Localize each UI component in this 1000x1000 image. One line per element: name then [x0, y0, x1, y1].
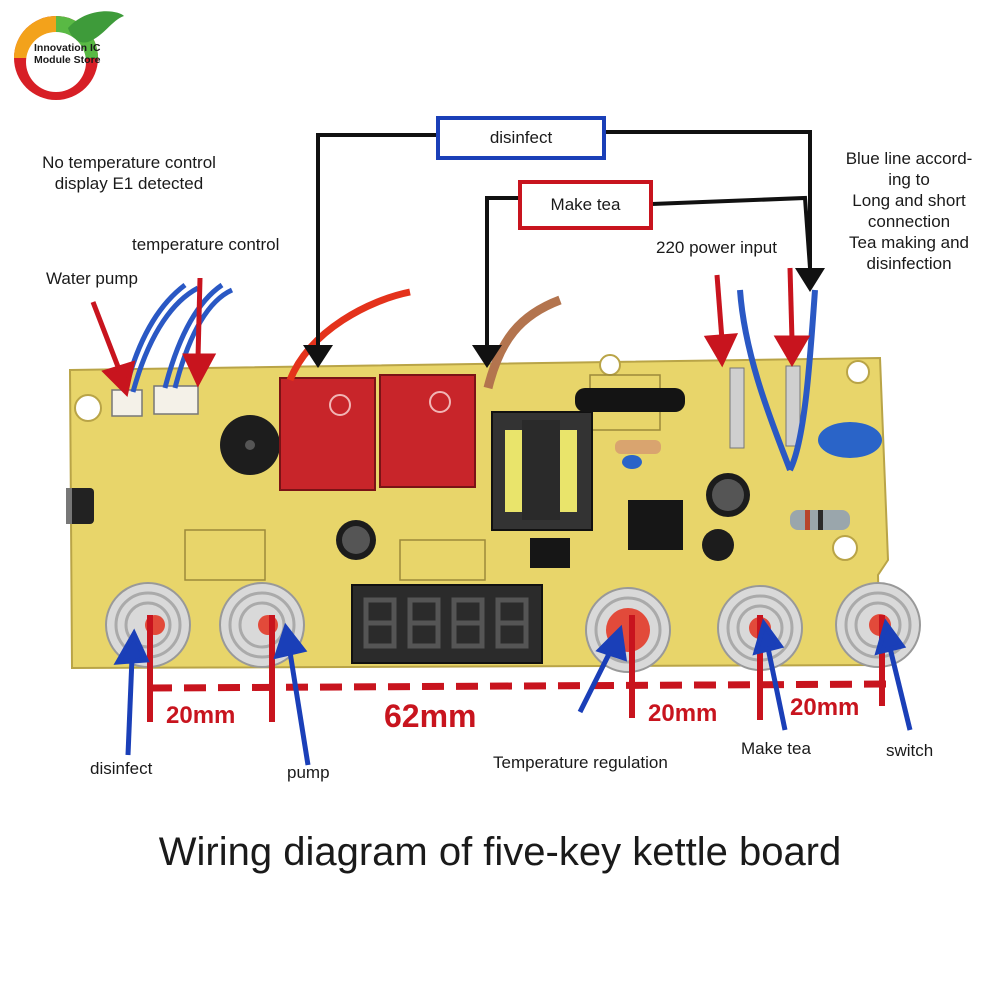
water-pump-label: Water pump	[46, 269, 138, 288]
blue-wire	[787, 289, 818, 472]
no-temp-line1: No temperature control	[42, 153, 216, 172]
brand-line1: Innovation IC	[34, 42, 101, 54]
relay-disinfect	[279, 377, 376, 491]
brand-line2: Module Store	[34, 54, 101, 66]
relay-make-tea	[379, 374, 476, 488]
dimension-62mm: 62mm	[384, 698, 477, 734]
blue-line-l2: ing to	[888, 170, 930, 189]
resistor	[615, 440, 661, 454]
mount-hole	[74, 394, 102, 422]
key-label-switch: switch	[886, 741, 934, 760]
ic-chip	[530, 538, 570, 568]
spring-key-temperature	[585, 587, 671, 673]
ic-chip	[628, 500, 683, 550]
blue-line-l1: Blue line accord-	[845, 149, 973, 168]
blue-wire	[162, 282, 224, 389]
mount-hole	[599, 354, 621, 376]
capacitor	[702, 529, 734, 561]
blue-wire	[737, 289, 793, 472]
vdr-capacitor	[818, 422, 882, 458]
dimension-20mm-mid: 20mm	[648, 700, 718, 727]
disinfect-box: disinfect	[436, 116, 606, 160]
arrow-head	[472, 345, 502, 368]
blue-line-note: Blue line accord- ing to Long and short …	[828, 148, 990, 274]
blue-line-l5: Tea making and	[848, 233, 970, 252]
capacitor	[66, 488, 94, 524]
brand-logo	[8, 6, 126, 102]
red-wire	[286, 288, 411, 382]
mount-hole	[846, 360, 870, 384]
key-label-temperature: Temperature regulation	[493, 753, 668, 772]
temperature-control-label: temperature control	[132, 235, 280, 254]
brand-name: Innovation IC Module Store	[34, 42, 101, 66]
blue-line-l3: Long and short	[852, 191, 966, 210]
key-label-make-tea: Make tea	[741, 739, 811, 758]
diagram-title: Wiring diagram of five-key kettle board	[158, 830, 842, 874]
fuse	[575, 388, 685, 412]
power-input-label: 220 power input	[656, 238, 777, 257]
dimension-20mm-right: 20mm	[790, 694, 860, 721]
dimension-line	[149, 680, 891, 692]
blue-line-l4: connection	[867, 212, 951, 231]
make-tea-box: Make tea	[518, 180, 653, 230]
no-temp-control-note: No temperature control display E1 detect…	[24, 152, 234, 194]
arrow-head	[795, 268, 825, 292]
no-temp-line2: display E1 detected	[54, 174, 204, 193]
key-label-disinfect: disinfect	[90, 759, 153, 778]
temp-connector	[153, 385, 199, 415]
blue-wire	[130, 285, 200, 393]
blue-line-l6: disinfection	[866, 254, 952, 273]
arrow-head	[303, 345, 333, 368]
dimension-20mm-left: 20mm	[166, 702, 236, 729]
mount-hole	[832, 535, 858, 561]
brown-wire	[483, 295, 562, 390]
key-label-pump: pump	[287, 763, 330, 782]
